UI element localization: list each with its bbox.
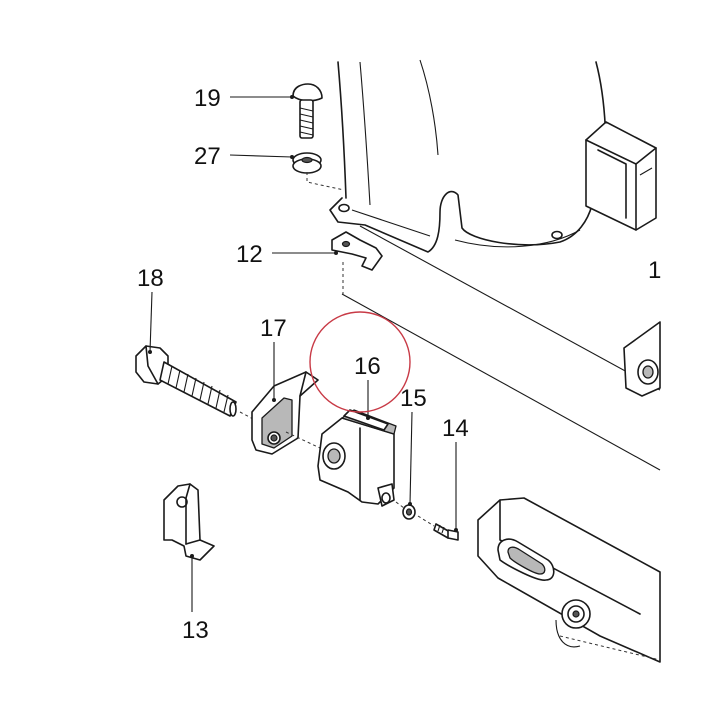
right-side-part — [623, 321, 661, 397]
axis-line-19 — [306, 172, 345, 191]
bolt-18 — [135, 345, 237, 417]
bracket-13 — [163, 483, 215, 561]
callout-19: 19 — [194, 85, 221, 112]
motor-base — [477, 497, 661, 663]
motor-housing — [329, 59, 657, 253]
brush-holder-16 — [317, 409, 397, 507]
callout-14: 14 — [442, 415, 469, 442]
axis-line-15 — [395, 501, 405, 509]
callout-15: 15 — [400, 385, 427, 412]
highlight-circle — [309, 311, 411, 413]
callout-13: 13 — [182, 617, 209, 644]
leader-lines — [148, 95, 458, 612]
callout-18: 18 — [137, 265, 164, 292]
washer-27 — [292, 152, 322, 174]
callout-cut-off: 1 — [648, 257, 661, 284]
callout-27: 27 — [194, 143, 221, 170]
callout-17: 17 — [260, 315, 287, 342]
axis-line-17 — [285, 431, 321, 449]
callout-16: 16 — [354, 353, 381, 380]
housing-edge-line — [359, 225, 661, 391]
clamp-plate-17 — [251, 371, 319, 455]
screw-19 — [292, 83, 323, 139]
housing-hole — [551, 230, 563, 240]
clip-12 — [331, 231, 383, 271]
screw-14 — [433, 523, 459, 541]
axis-line-14 — [417, 515, 435, 527]
washer-15 — [402, 504, 416, 520]
housing-hole — [338, 203, 350, 213]
callout-12: 12 — [236, 241, 263, 268]
housing-edge-line — [341, 293, 661, 471]
